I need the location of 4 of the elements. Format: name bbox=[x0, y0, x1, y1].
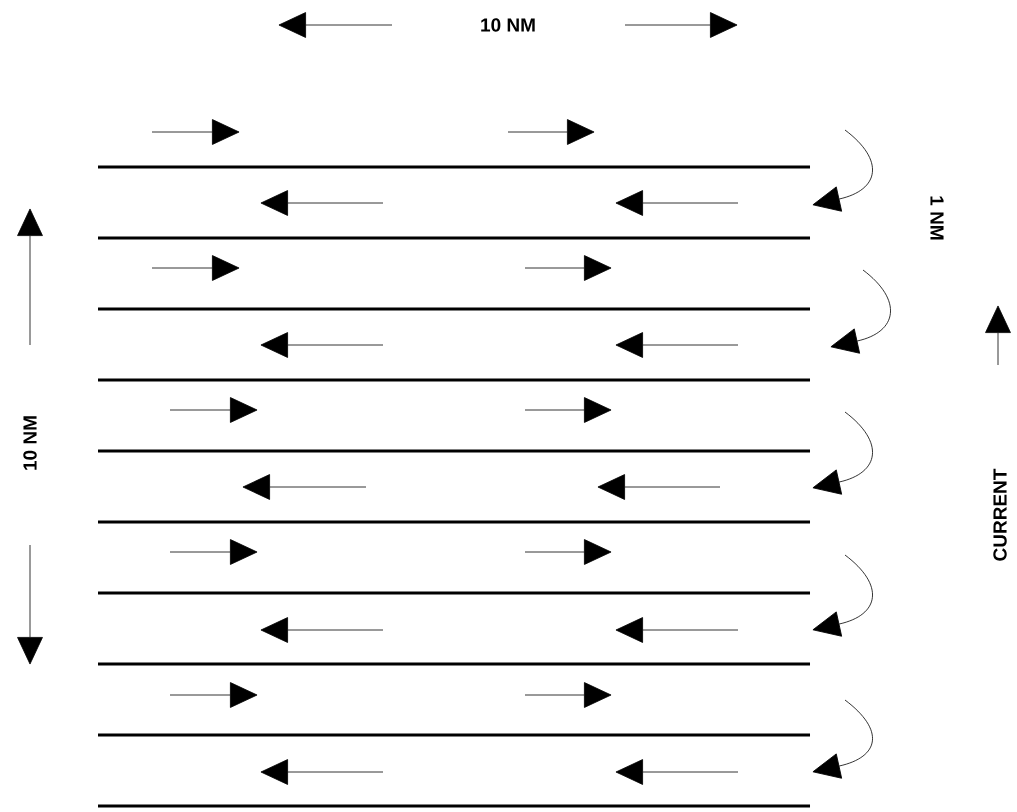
dimension-label: 1 NM bbox=[930, 196, 944, 240]
dimension-label: 10 NM bbox=[23, 416, 37, 470]
dimension-label: 10 NM bbox=[481, 18, 535, 32]
dimension-label: CURRENT bbox=[993, 468, 1007, 561]
